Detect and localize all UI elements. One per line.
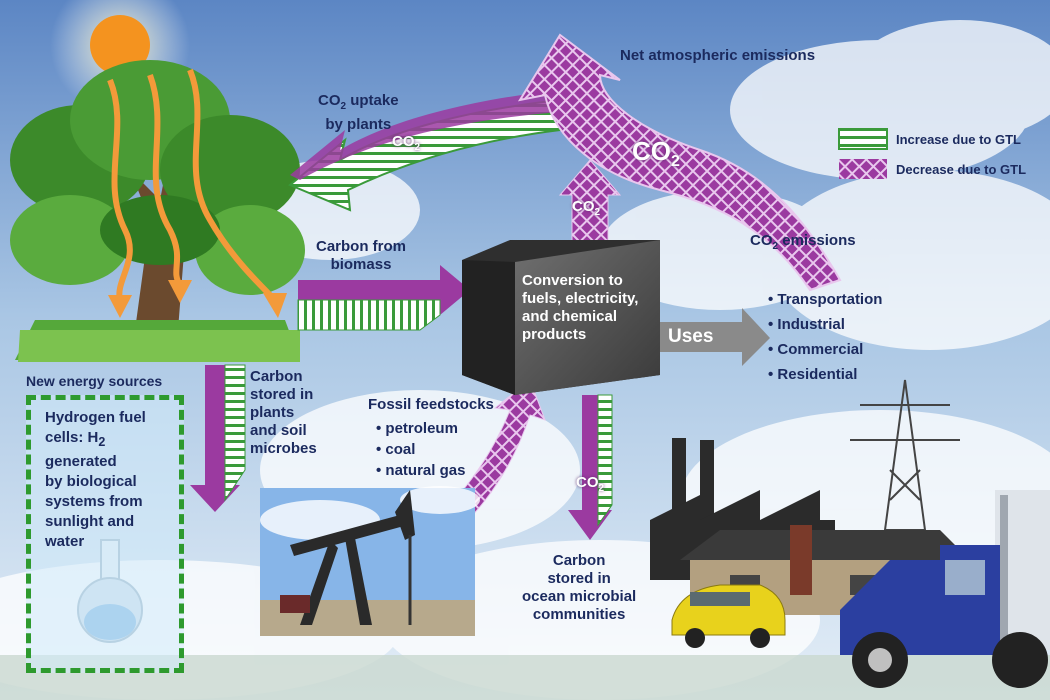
- co2-badge-center-text: CO: [572, 198, 595, 215]
- fossil-item-coal: coal: [376, 439, 465, 460]
- conversion-box-text: Conversion to fuels, electricity, and ch…: [522, 272, 652, 344]
- ocean-line-3: ocean microbial: [522, 588, 637, 605]
- co2-badge-main: CO2: [632, 136, 680, 171]
- carbon-from-biomass-line1: Carbon from: [316, 238, 406, 255]
- net-emissions-arrow: [517, 33, 842, 292]
- stored-plants-line-5: microbes: [250, 440, 317, 457]
- fossil-item-natural-gas: natural gas: [376, 460, 465, 481]
- sunlight-arrows: [107, 68, 278, 303]
- conversion-box-front: [515, 240, 660, 395]
- h2-line-2: cells: H: [45, 429, 99, 446]
- conversion-line-3: and chemical: [522, 308, 618, 325]
- legend-increase-swatch: [838, 128, 888, 150]
- co2-badge-lower-text: CO: [576, 474, 599, 491]
- stored-plants-line-3: plants: [250, 404, 295, 421]
- legend-decrease-label: Decrease due to GTL: [896, 161, 1027, 177]
- biomass-arrow-purple: [298, 265, 470, 315]
- co2-uptake-purple: [290, 90, 560, 180]
- co2-emissions-co: CO: [750, 232, 773, 249]
- hydrogen-box: Hydrogen fuel cells: H2 generated by bio…: [26, 395, 184, 673]
- uses-label: Uses: [668, 326, 714, 347]
- stored-plants-line-2: stored in: [250, 386, 314, 403]
- h2-line-6: sunlight and: [45, 513, 135, 530]
- h2-line-3: generated: [45, 453, 117, 470]
- conversion-line-1: Conversion to: [522, 272, 623, 289]
- ocean-arrow-green: [597, 394, 613, 527]
- legend: Increase due to GTL Decrease due to GTL: [838, 128, 1026, 188]
- co2-emissions-sub: 2: [772, 241, 779, 252]
- h2-line-2-sub: 2: [98, 435, 106, 449]
- co2-badge-left: CO2: [392, 133, 420, 153]
- uses-arrow: [660, 308, 770, 366]
- legend-increase-label: Increase due to GTL: [896, 131, 1021, 147]
- co2-badge-center: CO2: [572, 198, 600, 218]
- ocean-arrow-purple: [568, 395, 612, 540]
- sun-icon: [90, 15, 150, 75]
- co2-uptake-label-rest: uptake: [346, 92, 399, 109]
- fossil-item-petroleum: petroleum: [376, 418, 465, 439]
- legend-increase: Increase due to GTL: [838, 128, 1026, 150]
- co2-badge-lower-sub: 2: [598, 483, 605, 494]
- co2-uptake-label: CO2 uptake by plants: [318, 92, 399, 134]
- sunlight-arrowheads: [108, 280, 287, 318]
- stored-plants-line-4: and soil: [250, 422, 307, 439]
- co2-badge-main-sub: 2: [671, 153, 680, 171]
- stored-plants-arrow-green: [224, 364, 246, 502]
- conversion-line-4: products: [522, 326, 587, 343]
- co2-badge-left-sub: 2: [414, 142, 421, 153]
- h2-line-7: water: [45, 533, 85, 550]
- h2-line-4: by biological: [45, 473, 137, 490]
- ocean-line-1: Carbon: [552, 552, 606, 569]
- carbon-ocean-label: Carbon stored in ocean microbial communi…: [522, 552, 636, 624]
- stored-plants-arrow-purple: [190, 365, 240, 512]
- h2-line-1: Hydrogen fuel: [45, 409, 146, 426]
- ocean-line-2: stored in: [547, 570, 611, 587]
- truck-icon: [840, 490, 1050, 688]
- co2-badge-center-sub: 2: [594, 207, 601, 218]
- net-emissions-label: Net atmospheric emissions: [620, 47, 816, 64]
- uses-item-industrial: Industrial: [768, 312, 882, 337]
- biomass-arrow-green: [297, 299, 441, 331]
- oil-pump-photo: [260, 486, 480, 636]
- carbon-stored-plants-label: Carbon stored in plants and soil microbe…: [250, 368, 317, 458]
- new-energy-sources-label: New energy sources: [26, 373, 163, 389]
- uses-item-residential: Residential: [768, 362, 882, 387]
- stored-plants-line-1: Carbon: [250, 368, 303, 385]
- car-icon: [671, 584, 786, 648]
- co2-badge-left-main: CO: [392, 133, 415, 150]
- fossil-list: petroleum coal natural gas: [376, 418, 465, 481]
- co2-badge-main-text: CO: [632, 136, 671, 166]
- uses-item-commercial: Commercial: [768, 337, 882, 362]
- co2-uptake-label-sub: 2: [340, 101, 347, 112]
- legend-decrease-swatch: [839, 159, 887, 179]
- co2-emissions-rest: emissions: [778, 232, 856, 249]
- carbon-from-biomass-line2: biomass: [330, 256, 392, 273]
- conversion-box-left: [462, 260, 515, 395]
- carbon-from-biomass-label: Carbon from biomass: [316, 238, 406, 274]
- co2-badge-lower: CO2: [576, 474, 604, 494]
- co2-emissions-label: CO2 emissions: [750, 232, 856, 256]
- conversion-line-2: fuels, electricity,: [522, 290, 639, 307]
- grass-base: [18, 330, 300, 362]
- uses-item-transportation: Transportation: [768, 287, 882, 312]
- co2-uptake-label-co: CO: [318, 92, 341, 109]
- fossil-feedstocks-label: Fossil feedstocks: [368, 396, 494, 413]
- legend-decrease: Decrease due to GTL: [838, 158, 1026, 180]
- uses-list: Transportation Industrial Commercial Res…: [768, 287, 882, 387]
- co2-uptake-label-line2: by plants: [325, 116, 392, 133]
- ocean-line-4: communities: [532, 606, 626, 623]
- hydrogen-text: Hydrogen fuel cells: H2 generated by bio…: [45, 408, 175, 552]
- h2-line-5: systems from: [45, 493, 143, 510]
